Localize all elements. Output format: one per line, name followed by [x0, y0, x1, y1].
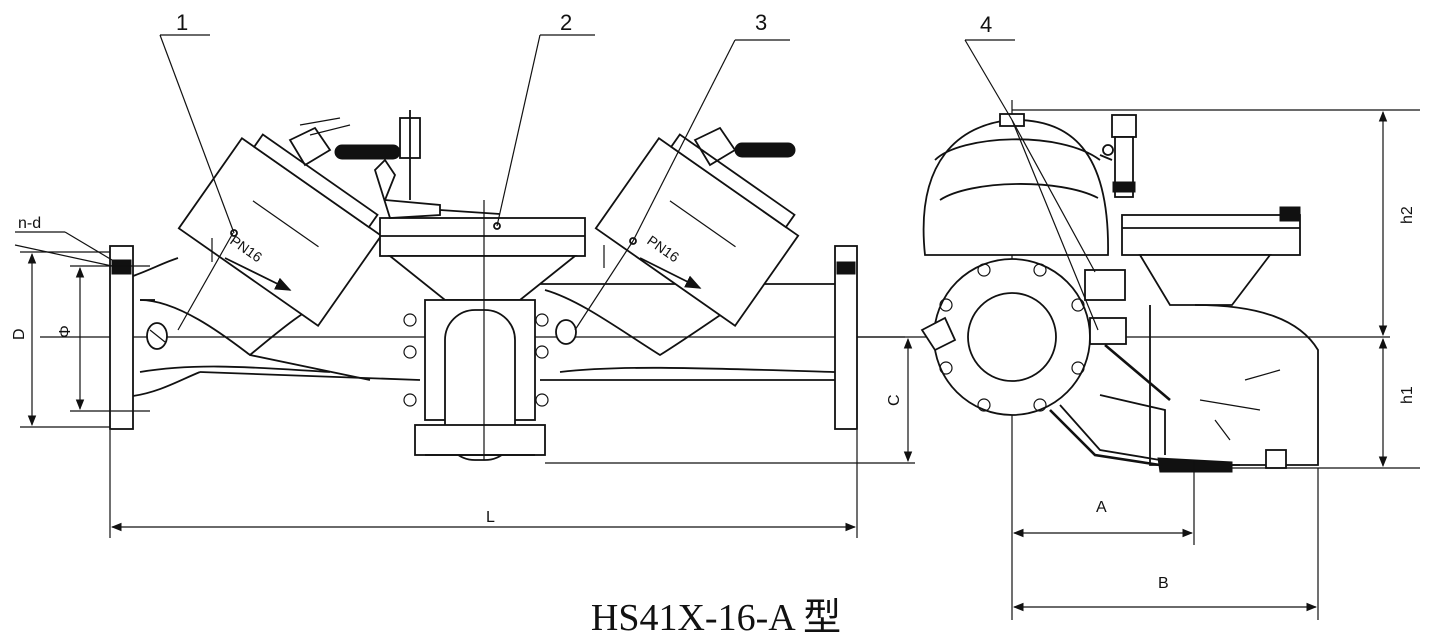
- callout-1: 1: [176, 10, 188, 35]
- dim-h2-label: h2: [1399, 206, 1416, 224]
- dim-C-label: C: [886, 394, 903, 406]
- side-view: 4 h2 h1 A B: [915, 12, 1420, 620]
- left-flange: [109, 245, 134, 430]
- side-flange: [933, 258, 1091, 416]
- callout-3: 3: [755, 10, 767, 35]
- callout-4: 4: [980, 12, 992, 37]
- relief-valve: [373, 110, 586, 461]
- front-view: PN16: [11, 10, 915, 538]
- dim-L-label: L: [486, 509, 495, 526]
- side-bonnet: [922, 113, 1109, 256]
- dim-phi-label: Φ: [57, 325, 74, 338]
- dim-A-label: A: [1096, 499, 1107, 516]
- dim-h1-label: h1: [1399, 386, 1416, 404]
- dim-B-label: B: [1158, 575, 1169, 592]
- callout-2: 2: [560, 10, 572, 35]
- dim-D-label: D: [11, 328, 28, 340]
- model-title: HS41X-16-A 型: [590, 597, 842, 639]
- dim-nd-label: n-d: [18, 215, 41, 232]
